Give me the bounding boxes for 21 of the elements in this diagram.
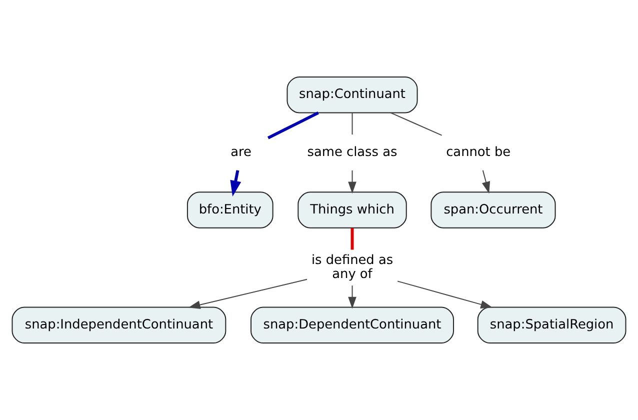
arrow — [348, 285, 356, 309]
node-box: snap:DependentContinuant — [250, 306, 454, 344]
arrow — [230, 170, 242, 197]
node-box: snap:SpatialRegion — [477, 306, 626, 344]
arrow — [397, 280, 493, 308]
node-text: are — [230, 144, 252, 160]
arrow — [188, 278, 308, 309]
node-text: is defined as any of — [311, 253, 394, 282]
node-box: span:Occurrent — [430, 192, 556, 228]
connector — [350, 228, 354, 250]
node-box: Things which — [298, 192, 407, 228]
node-box: snap:Continuant — [286, 76, 418, 114]
arrow — [482, 170, 490, 194]
node-text: same class as — [307, 144, 398, 160]
connector — [267, 111, 319, 140]
connector — [390, 112, 442, 136]
node-box: snap:IndependentContinuant — [12, 306, 226, 344]
arrow — [348, 170, 356, 194]
node-box: bfo:Entity — [186, 192, 274, 228]
connector — [352, 112, 353, 136]
node-text: cannot be — [446, 144, 511, 160]
